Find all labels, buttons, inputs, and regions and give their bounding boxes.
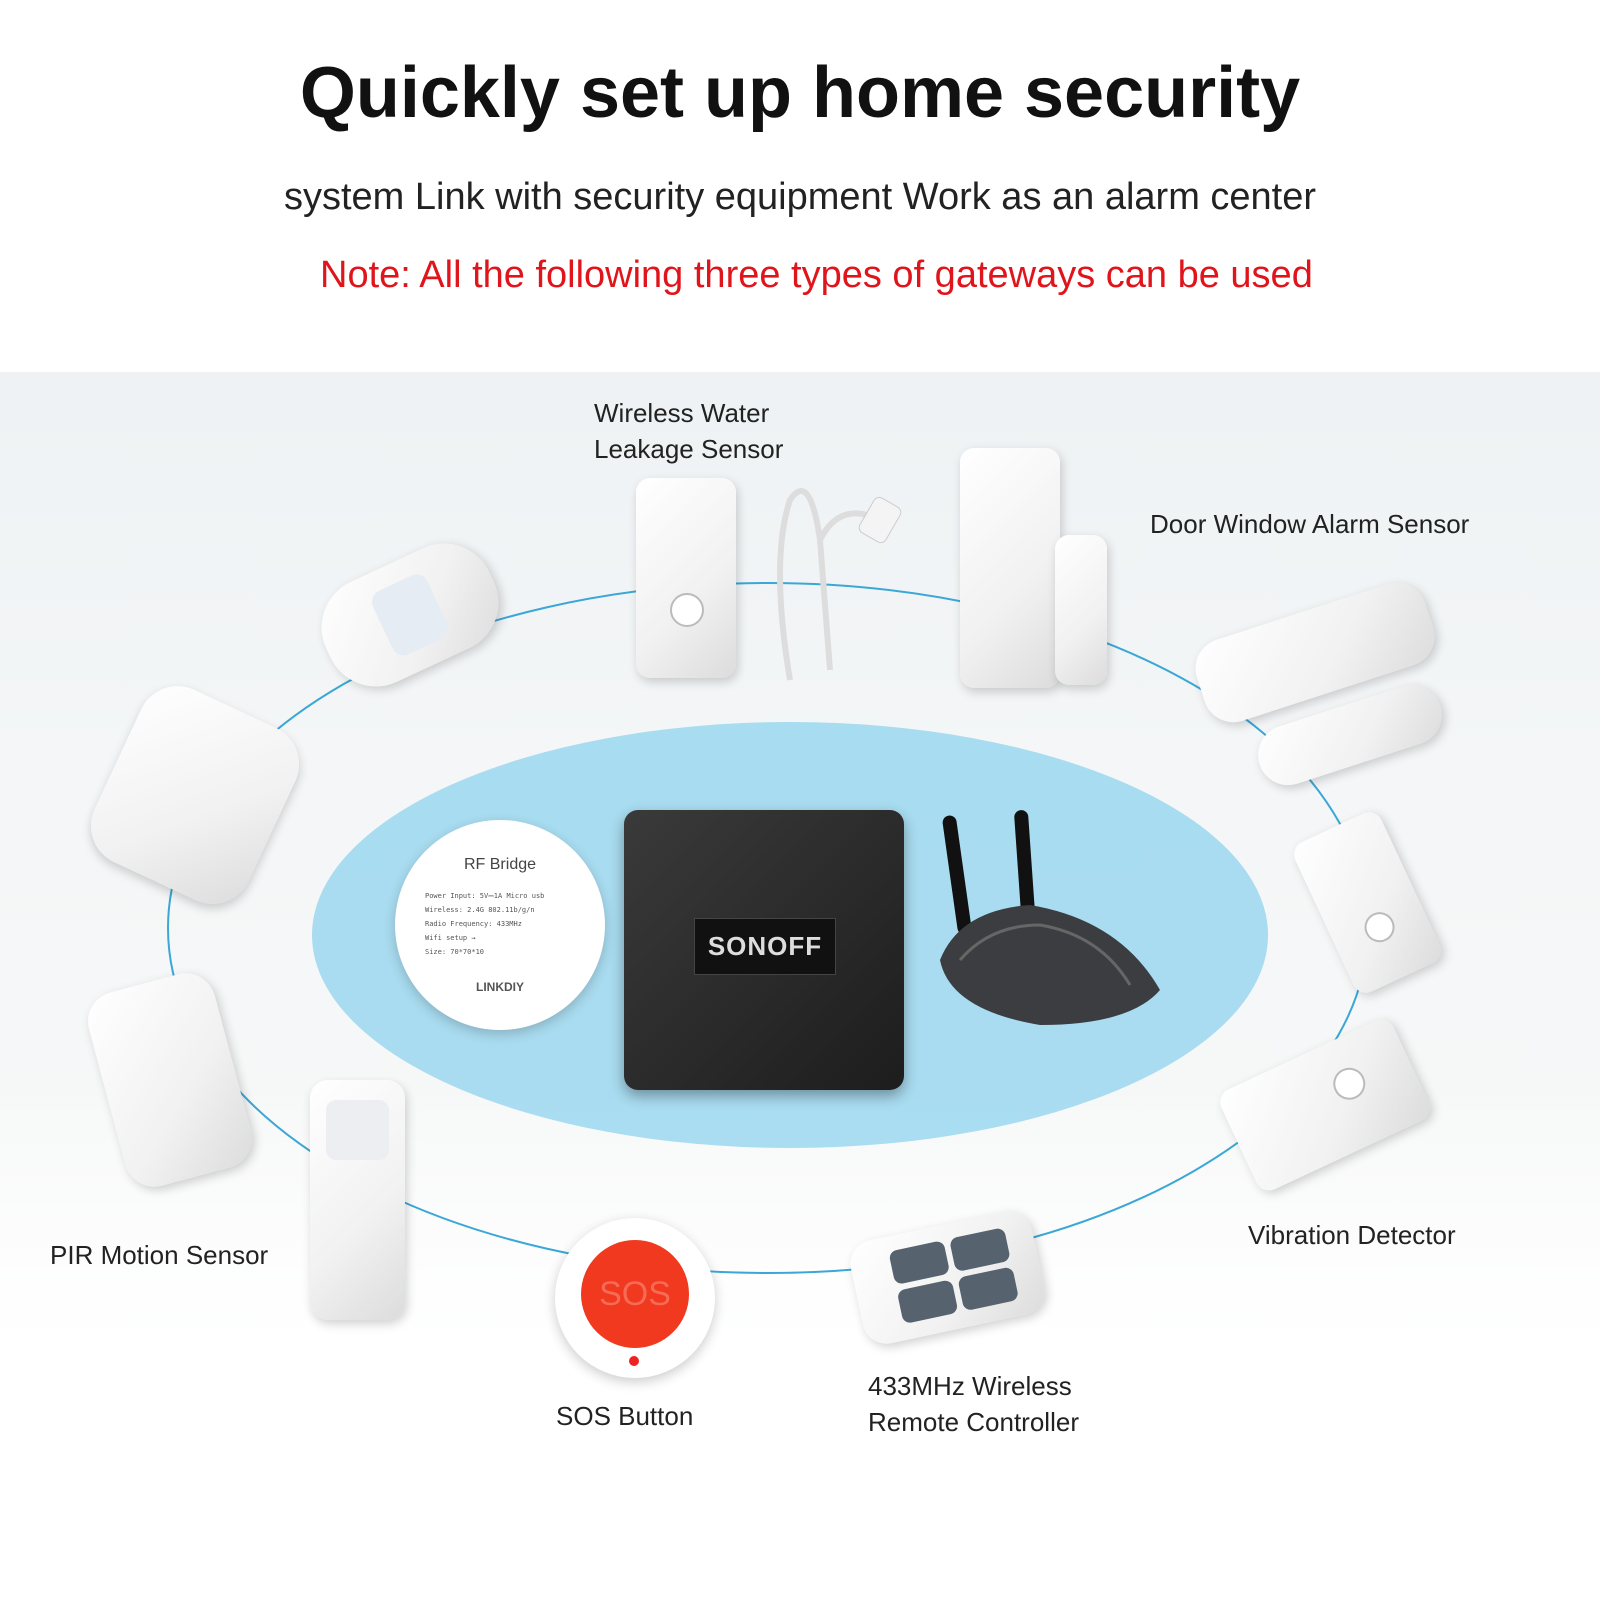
label-line: 433MHz Wireless [868, 1371, 1072, 1401]
remote-key [896, 1279, 959, 1325]
subtitle: system Link with security equipment Work… [283, 176, 1317, 218]
water-sensor-device [636, 478, 736, 678]
pir-lens-icon [368, 570, 452, 660]
remote-controller-label: 433MHz Wireless Remote Controller [868, 1368, 1079, 1440]
vibration-detector-label: Vibration Detector [1248, 1220, 1456, 1250]
rf-bridge-spec: Size: 70*70*10 [425, 948, 485, 956]
label-line: Wireless Water [594, 398, 770, 428]
antenna-gateway-icon [940, 810, 1160, 1025]
rf-bridge-brand: LINKDIY [476, 980, 524, 994]
rf-bridge-gateway: RF Bridge Power Input: 5V⎓1A Micro usb W… [395, 820, 605, 1030]
remote-key [957, 1266, 1020, 1312]
water-sensor-button-icon [670, 593, 704, 627]
rf-bridge-title: RF Bridge [463, 856, 537, 873]
sonoff-logo: SONOFF [694, 918, 836, 975]
door-sensor-label: Door Window Alarm Sensor [1150, 509, 1470, 539]
rf-bridge-spec: Radio Frequency: 433MHz [425, 920, 522, 928]
button-icon [1328, 1062, 1371, 1106]
label-line: Remote Controller [868, 1407, 1079, 1437]
door-sensor-main [960, 448, 1060, 688]
label-line: Leakage Sensor [594, 434, 784, 464]
pir-lens-icon [326, 1100, 389, 1160]
door-sensor-magnet [1055, 535, 1107, 685]
water-sensor-label: Wireless Water Leakage Sensor [594, 395, 783, 467]
remote-key [888, 1240, 951, 1285]
water-probe-cable-icon [777, 488, 902, 681]
button-icon [1359, 907, 1400, 948]
sos-led-icon [629, 1356, 639, 1366]
page-title: Quickly set up home security [299, 53, 1301, 133]
rf-bridge-spec: Wireless: 2.4G 802.11b/g/n [425, 906, 535, 914]
sos-button-label: SOS Button [556, 1401, 694, 1431]
rf-bridge-spec: Wifi setup → [425, 934, 476, 942]
note-text: Note: All the following three types of g… [320, 254, 1313, 296]
rf-bridge-spec: Power Input: 5V⎓1A Micro usb [425, 892, 545, 900]
remote-key [948, 1227, 1011, 1273]
pir-sensor-label: PIR Motion Sensor [50, 1240, 269, 1270]
sos-button-device: SOS [555, 1218, 715, 1378]
pir-sensor-slim [310, 1080, 405, 1320]
sos-button-face: SOS [581, 1240, 689, 1348]
sonoff-gateway: SONOFF [624, 810, 904, 1090]
